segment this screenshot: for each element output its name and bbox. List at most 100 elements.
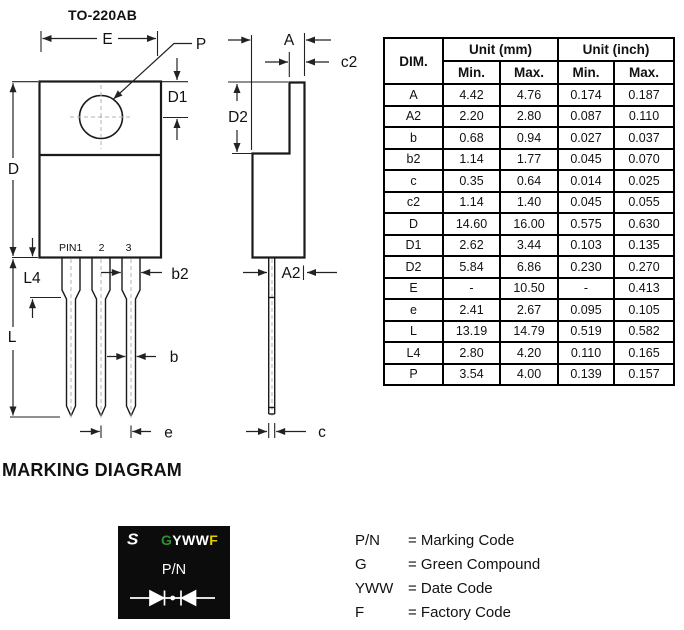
table-cell: 0.230 — [557, 255, 615, 279]
dimension-lines — [9, 35, 337, 435]
pin2-label: 2 — [99, 242, 105, 254]
table-cell: 16.00 — [499, 212, 559, 236]
table-cell: e — [383, 298, 444, 322]
table-cell: 0.105 — [613, 298, 675, 322]
table-cell: 2.41 — [442, 298, 501, 322]
dim-label-e: e — [164, 425, 173, 442]
marking-code-line: GYWWF — [161, 532, 218, 548]
dim-label-P: P — [196, 36, 206, 53]
table-cell: 6.86 — [499, 255, 559, 279]
table-cell: 1.77 — [499, 147, 559, 171]
manufacturer-logo: S — [127, 531, 139, 549]
table-cell: 0.103 — [557, 233, 615, 257]
table-cell: 0.110 — [613, 104, 675, 128]
dim-label-A: A — [284, 32, 295, 49]
dim-label-A2: A2 — [282, 265, 301, 282]
table-cell: 4.42 — [442, 83, 501, 107]
legend-term: P/N — [355, 532, 381, 549]
table-cell: 0.014 — [557, 169, 615, 193]
table-cell: 2.80 — [442, 341, 501, 365]
table-cell: 0.110 — [557, 341, 615, 365]
table-cell: 13.19 — [442, 319, 501, 343]
legend-term: YWW — [355, 580, 394, 597]
legend-definition: = Green Compound — [408, 556, 541, 573]
table-cell: 1.14 — [442, 190, 501, 214]
table-cell: 0.35 — [442, 169, 501, 193]
table-cell: c — [383, 169, 444, 193]
part-number-marking: P/N — [161, 562, 187, 578]
side-pin — [268, 258, 276, 415]
table-cell: 1.14 — [442, 147, 501, 171]
factory-code: F — [209, 532, 219, 548]
table-cell: 3.54 — [442, 362, 501, 386]
legend-term: F — [355, 604, 365, 621]
legend-item: P/N = Marking Code — [355, 529, 540, 553]
dim-label-D: D — [8, 161, 19, 178]
table-cell: A — [383, 83, 444, 107]
center-node-dot — [170, 595, 176, 601]
dim-label-b2: b2 — [171, 266, 188, 283]
dim-label-D1: D1 — [168, 89, 188, 106]
legend-item: G= Green Compound — [355, 553, 540, 577]
table-cell: 0.095 — [557, 298, 615, 322]
table-cell: 0.070 — [613, 147, 675, 171]
table-cell: 4.00 — [499, 362, 559, 386]
table-cell: 0.157 — [613, 362, 675, 386]
table-subheader-mm-max: Max. — [499, 60, 559, 85]
table-cell: 2.20 — [442, 104, 501, 128]
dim-label-L4: L4 — [23, 270, 41, 287]
table-subheader-in-max: Max. — [613, 60, 675, 85]
package-title: TO-220AB — [68, 7, 138, 23]
table-cell: 2.80 — [499, 104, 559, 128]
table-cell: 10.50 — [499, 276, 559, 300]
table-cell: D1 — [383, 233, 444, 257]
table-cell: 0.94 — [499, 126, 559, 150]
table-cell: c2 — [383, 190, 444, 214]
legend-item: F = Factory Code — [355, 601, 540, 625]
dim-label-L: L — [8, 329, 17, 346]
table-row: E-10.50-0.413 — [383, 276, 675, 300]
table-cell: 0.025 — [613, 169, 675, 193]
legend-item: YWW= Date Code — [355, 577, 540, 601]
dim-label-c: c — [318, 424, 326, 441]
side-view — [251, 81, 306, 415]
hole-leader-line — [113, 42, 192, 100]
table-cell: 0.187 — [613, 83, 675, 107]
table-subheader-mm-min: Min. — [442, 60, 501, 85]
dim-label-D2: D2 — [228, 109, 248, 126]
dimension-labels: E P D1 D L4 L b2 b e A c2 D2 A2 c PIN1 2… — [8, 31, 358, 442]
table-cell: 0.139 — [557, 362, 615, 386]
table-cell: 1.40 — [499, 190, 559, 214]
right-diode-anode — [180, 589, 197, 607]
table-cell: 0.575 — [557, 212, 615, 236]
table-cell: 0.68 — [442, 126, 501, 150]
table-cell: 0.045 — [557, 190, 615, 214]
dimension-table: DIM. Unit (mm) Unit (inch) Min. Max. Min… — [383, 37, 675, 386]
table-cell: b2 — [383, 147, 444, 171]
package-outline-drawing: E P D1 D L4 L b2 b e A c2 D2 A2 c PIN1 2… — [8, 31, 358, 442]
table-cell: 0.270 — [613, 255, 675, 279]
table-cell: D — [383, 212, 444, 236]
table-cell: P — [383, 362, 444, 386]
table-cell: 0.027 — [557, 126, 615, 150]
table-cell: L4 — [383, 341, 444, 365]
table-cell: A2 — [383, 104, 444, 128]
table-cell: 0.045 — [557, 147, 615, 171]
table-cell: E — [383, 276, 444, 300]
table-cell: b — [383, 126, 444, 150]
marking-package-face: S GYWWF P/N — [118, 526, 230, 619]
legend-definition: = Marking Code — [408, 532, 515, 549]
table-cell: L — [383, 319, 444, 343]
dim-label-c2: c2 — [341, 54, 357, 71]
table-cell: 0.165 — [613, 341, 675, 365]
legend-definition: = Factory Code — [408, 604, 511, 621]
table-cell: D2 — [383, 255, 444, 279]
